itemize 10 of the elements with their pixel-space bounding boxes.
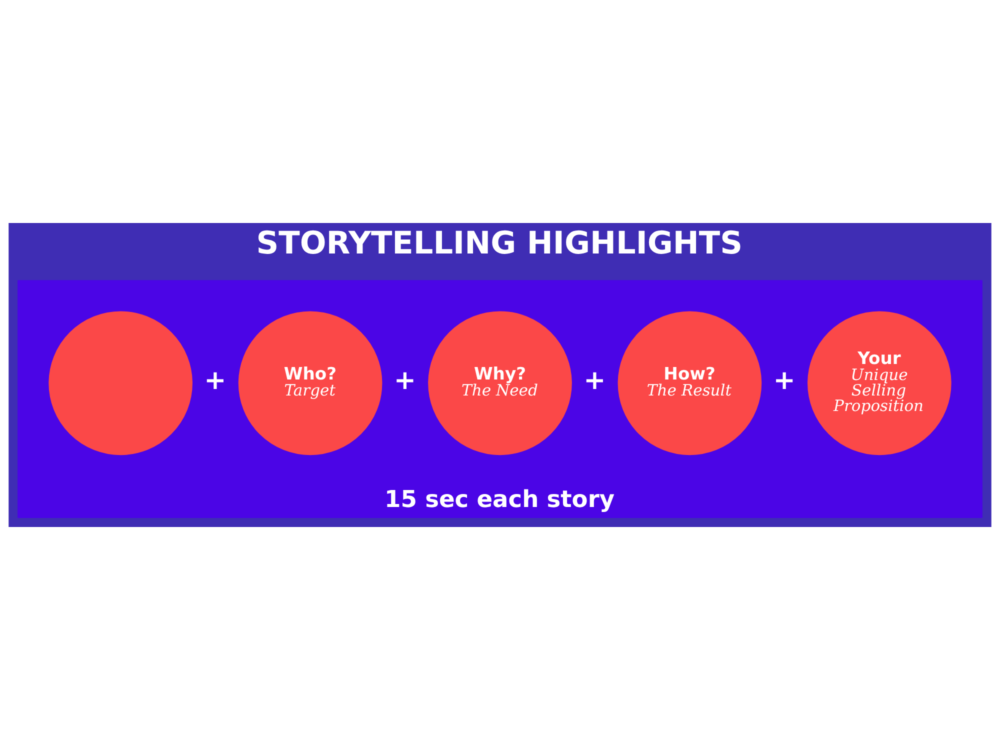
node-circle: Your Unique Selling Proposition — [808, 311, 952, 456]
node-circle: How? The Result — [618, 311, 762, 456]
label: + — [394, 365, 416, 396]
label: + — [204, 365, 226, 396]
diagram-title: STORYTELLING HIGHLIGHTS — [256, 225, 742, 262]
label: + — [584, 365, 606, 396]
node-circle: Who? Target — [238, 311, 382, 456]
node-circle: Why? The Need — [428, 311, 572, 456]
label: + — [773, 365, 796, 396]
node-circle — [48, 311, 192, 456]
